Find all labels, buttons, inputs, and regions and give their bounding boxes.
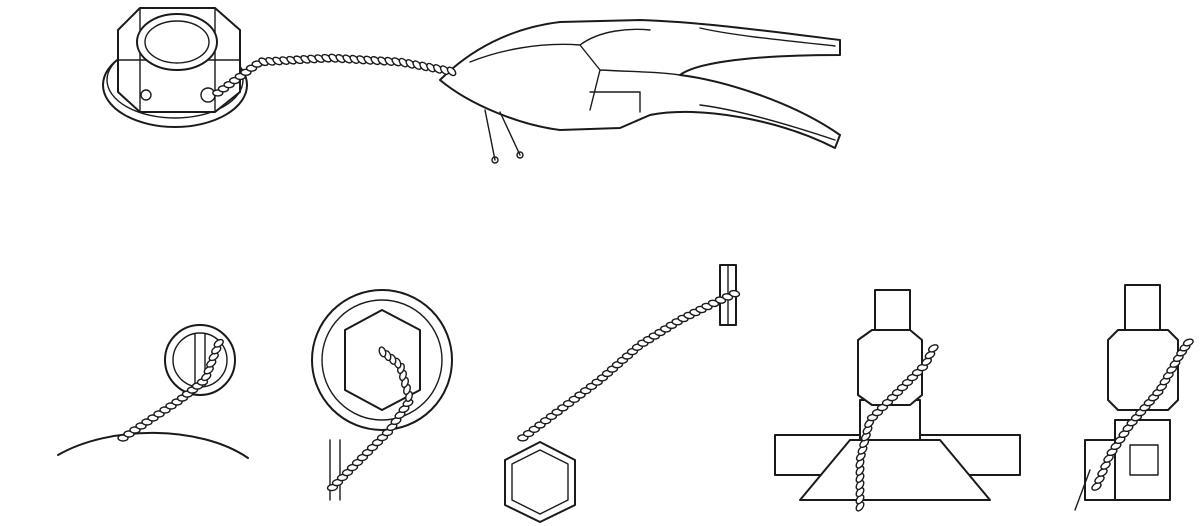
wire-twist bbox=[378, 346, 387, 358]
wire-twist bbox=[394, 410, 406, 420]
wire-twist bbox=[446, 66, 457, 77]
wire-twist bbox=[1091, 482, 1102, 491]
wire-twist bbox=[211, 345, 222, 355]
wire-twist bbox=[398, 57, 409, 68]
rope-hex-to-pin bbox=[517, 289, 741, 442]
wire-twist bbox=[386, 422, 398, 432]
wire-twist bbox=[203, 365, 214, 375]
wire-twist bbox=[1114, 435, 1126, 445]
wire-twist bbox=[439, 65, 450, 75]
tee-fitting bbox=[774, 289, 1021, 501]
wire-twist bbox=[921, 357, 932, 366]
wire-twist bbox=[419, 61, 429, 72]
wire-twist bbox=[426, 62, 436, 73]
wire-twist bbox=[860, 431, 871, 442]
wire-twist bbox=[928, 344, 939, 353]
wire-twist bbox=[1094, 475, 1105, 484]
wire-twist bbox=[1100, 461, 1111, 470]
hex-bolt-ring bbox=[311, 289, 453, 501]
wire-twist bbox=[1110, 441, 1122, 451]
wire-twist bbox=[857, 445, 868, 455]
wire-twist bbox=[1103, 454, 1114, 463]
safety-wire-pliers bbox=[439, 19, 841, 164]
wire-twist bbox=[1182, 338, 1194, 347]
wire-twist bbox=[398, 404, 410, 414]
twisted-safety-wires bbox=[117, 53, 1194, 512]
wire-twist bbox=[208, 352, 219, 362]
wire-twist bbox=[862, 425, 873, 435]
wire-twist bbox=[391, 57, 402, 67]
wire-twist bbox=[213, 338, 224, 348]
elbow-fitting bbox=[1074, 284, 1179, 511]
wire-twist bbox=[859, 438, 870, 449]
rope-fitting-tee bbox=[855, 344, 939, 512]
wire-twist bbox=[412, 60, 423, 70]
wire-twist bbox=[1118, 429, 1130, 439]
rope-bolt-in-ring bbox=[326, 346, 414, 492]
wire-twist bbox=[201, 372, 212, 382]
hex-nut-and-pin bbox=[504, 264, 737, 523]
rope-screw-head bbox=[117, 338, 224, 442]
wire-twist bbox=[1097, 468, 1108, 477]
wire-twist bbox=[924, 350, 936, 360]
wire-twist bbox=[405, 59, 416, 69]
rope-fitting-elbow bbox=[1091, 338, 1194, 491]
wire-twist bbox=[390, 416, 402, 426]
wire-twist bbox=[432, 64, 443, 74]
wire-twist bbox=[855, 451, 866, 462]
wire-twist bbox=[1106, 447, 1118, 457]
wire-twist bbox=[728, 289, 741, 298]
wire-twist bbox=[206, 358, 217, 368]
flanged-nut bbox=[102, 7, 248, 128]
rope-nut-to-pliers bbox=[212, 53, 457, 97]
